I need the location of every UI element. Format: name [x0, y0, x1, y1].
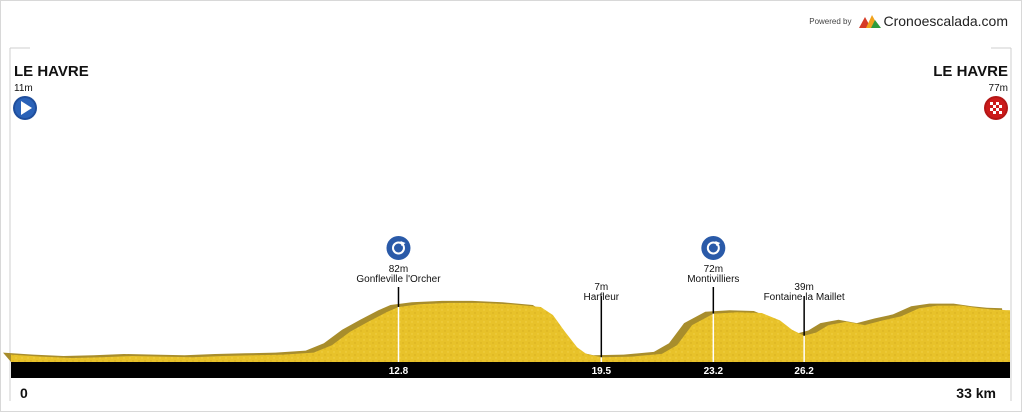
- brand-name: Cronoescalada.com: [883, 13, 1008, 29]
- waypoint-name: Fontaine la Maillet: [764, 292, 845, 303]
- waypoint-km-label: 19.5: [592, 366, 612, 377]
- waypoint-km-label: 12.8: [389, 366, 409, 377]
- waypoint-name: Montivilliers: [687, 274, 739, 285]
- waypoint-altitude: 39m: [794, 282, 813, 293]
- start-altitude: 11m: [14, 83, 33, 94]
- waypoint-name: Gonfleville l'Orcher: [356, 274, 441, 285]
- km-end-label: 33 km: [956, 385, 996, 401]
- finish-name: LE HAVRE: [933, 63, 1008, 80]
- roundabout-icon: [386, 236, 411, 260]
- waypoint-altitude: 82m: [389, 264, 408, 275]
- waypoint-km-label: 23.2: [704, 366, 724, 377]
- mountain-logo-icon: [859, 15, 882, 28]
- waypoint-altitude: 72m: [704, 264, 723, 275]
- start-arrow-icon: [13, 96, 37, 120]
- powered-by-label: Powered by: [809, 16, 852, 26]
- roundabout-icon: [701, 236, 726, 260]
- profile-area: [11, 302, 1010, 362]
- waypoint-altitude: 7m: [594, 282, 608, 293]
- waypoint-name: Harfleur: [584, 292, 620, 303]
- checkered-flag-icon: [984, 96, 1008, 120]
- finish-altitude: 77m: [989, 83, 1008, 94]
- distance-bar: [11, 362, 1010, 378]
- waypoint-km-label: 26.2: [794, 366, 814, 377]
- start-name: LE HAVRE: [14, 63, 89, 80]
- km-start-label: 0: [20, 385, 28, 401]
- powered-by[interactable]: Powered by Cronoescalada.com: [809, 13, 1008, 29]
